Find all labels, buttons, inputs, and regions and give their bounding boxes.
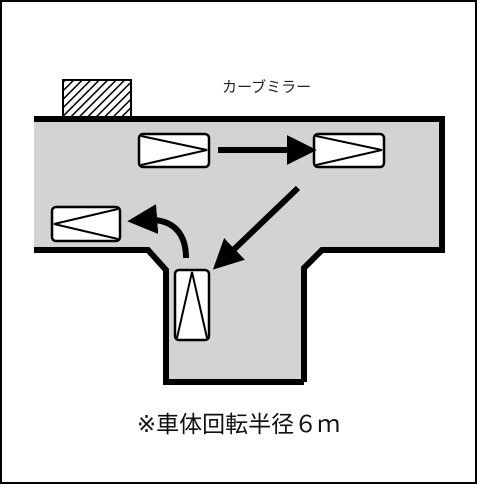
car-start bbox=[137, 132, 211, 169]
curve-mirror-block bbox=[62, 79, 132, 118]
turning-radius-caption: ※車体回転半径６ｍ bbox=[136, 412, 341, 438]
car-exit-left bbox=[50, 205, 122, 243]
car-pull-forward bbox=[312, 132, 386, 169]
arrow-turn-left bbox=[127, 204, 189, 259]
curve-mirror-label: カーブミラー bbox=[222, 78, 312, 96]
road-edge-left bbox=[34, 247, 304, 385]
road-edge-top bbox=[34, 116, 445, 382]
arrow-reverse bbox=[212, 185, 301, 270]
car-reverse-in bbox=[173, 268, 211, 342]
